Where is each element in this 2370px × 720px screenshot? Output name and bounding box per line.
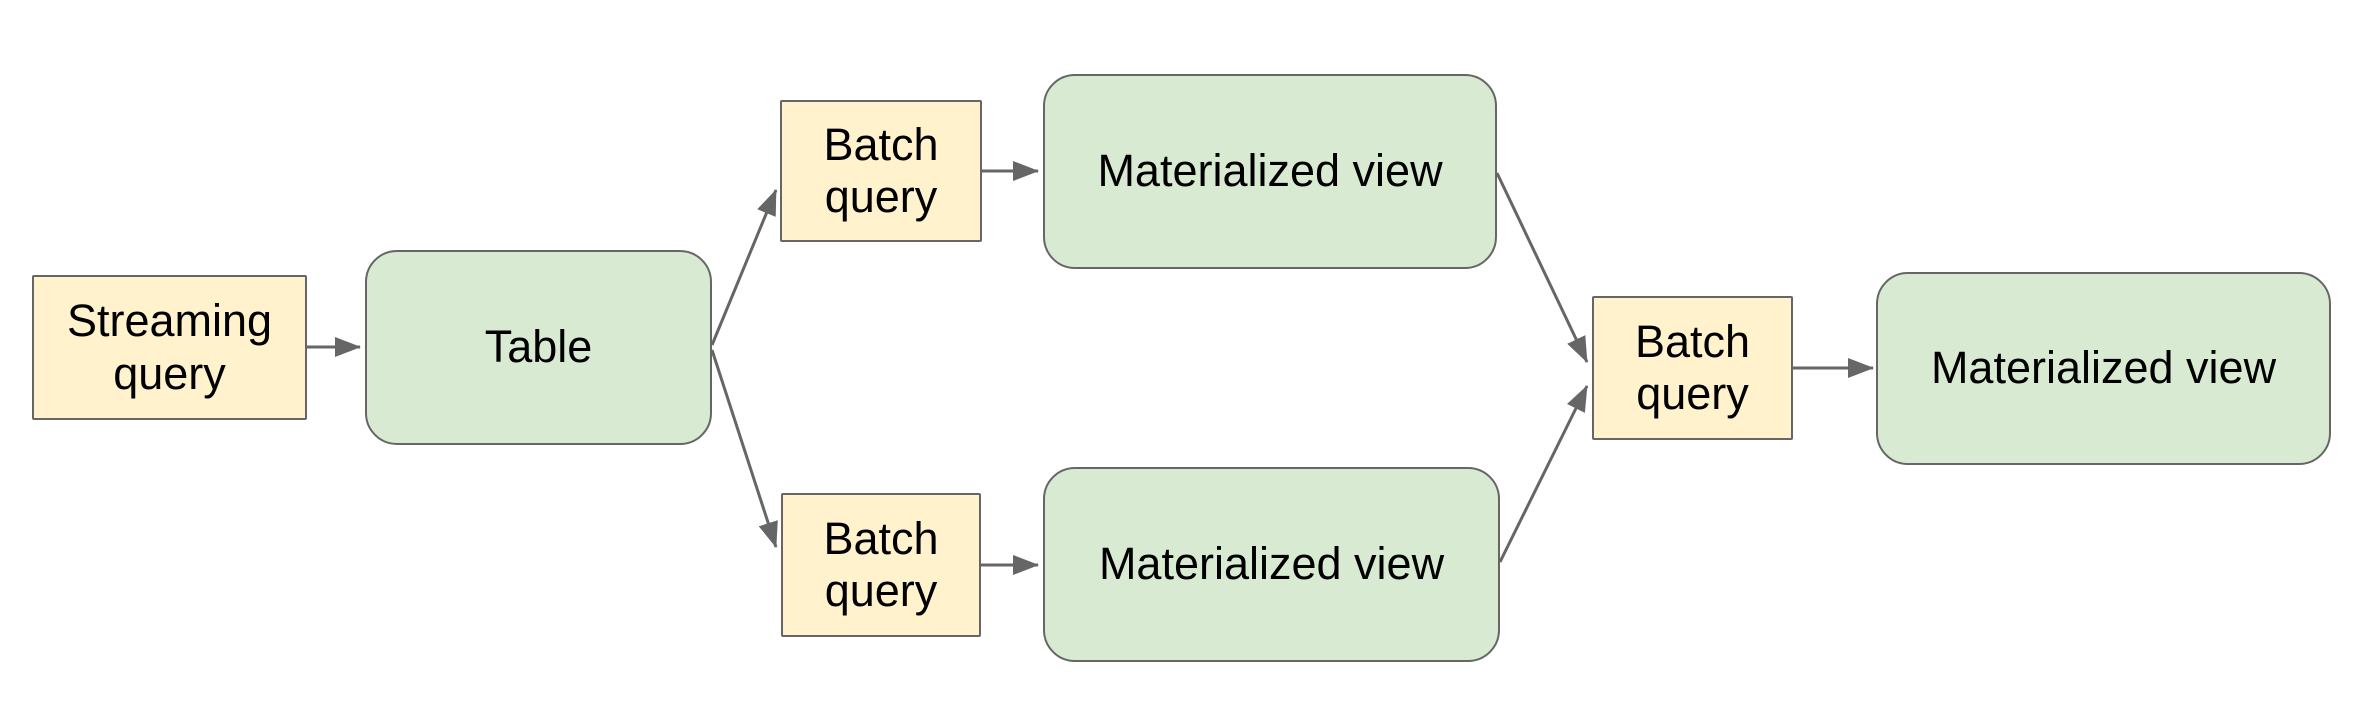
node-streaming-query: Streaming query [32, 275, 307, 420]
node-table-label: Table [484, 321, 593, 373]
node-table: Table [365, 250, 712, 445]
node-materialized-view-top: Materialized view [1043, 74, 1497, 269]
node-batch-query-bottom: Batch query [781, 493, 981, 637]
node-batch-query-top-label: Batch query [823, 118, 939, 222]
node-materialized-view-bottom: Materialized view [1043, 467, 1500, 662]
node-materialized-view-right: Materialized view [1876, 272, 2331, 465]
node-materialized-view-bottom-label: Materialized view [1098, 538, 1445, 590]
arrow-mv-bottom-to-batch-right [1498, 385, 1589, 563]
node-materialized-view-top-label: Materialized view [1097, 145, 1443, 197]
arrow-mv-top-to-batch-right [1495, 172, 1589, 363]
node-batch-query-right: Batch query [1592, 296, 1793, 440]
arrow-table-to-batch-top [710, 189, 778, 346]
arrow-table-to-batch-bottom [710, 349, 778, 548]
node-materialized-view-right-label: Materialized view [1930, 342, 2277, 394]
node-batch-query-right-label: Batch query [1634, 315, 1751, 419]
node-batch-query-top: Batch query [780, 100, 982, 242]
node-streaming-query-label: Streaming query [66, 295, 273, 399]
node-batch-query-bottom-label: Batch query [823, 512, 939, 616]
